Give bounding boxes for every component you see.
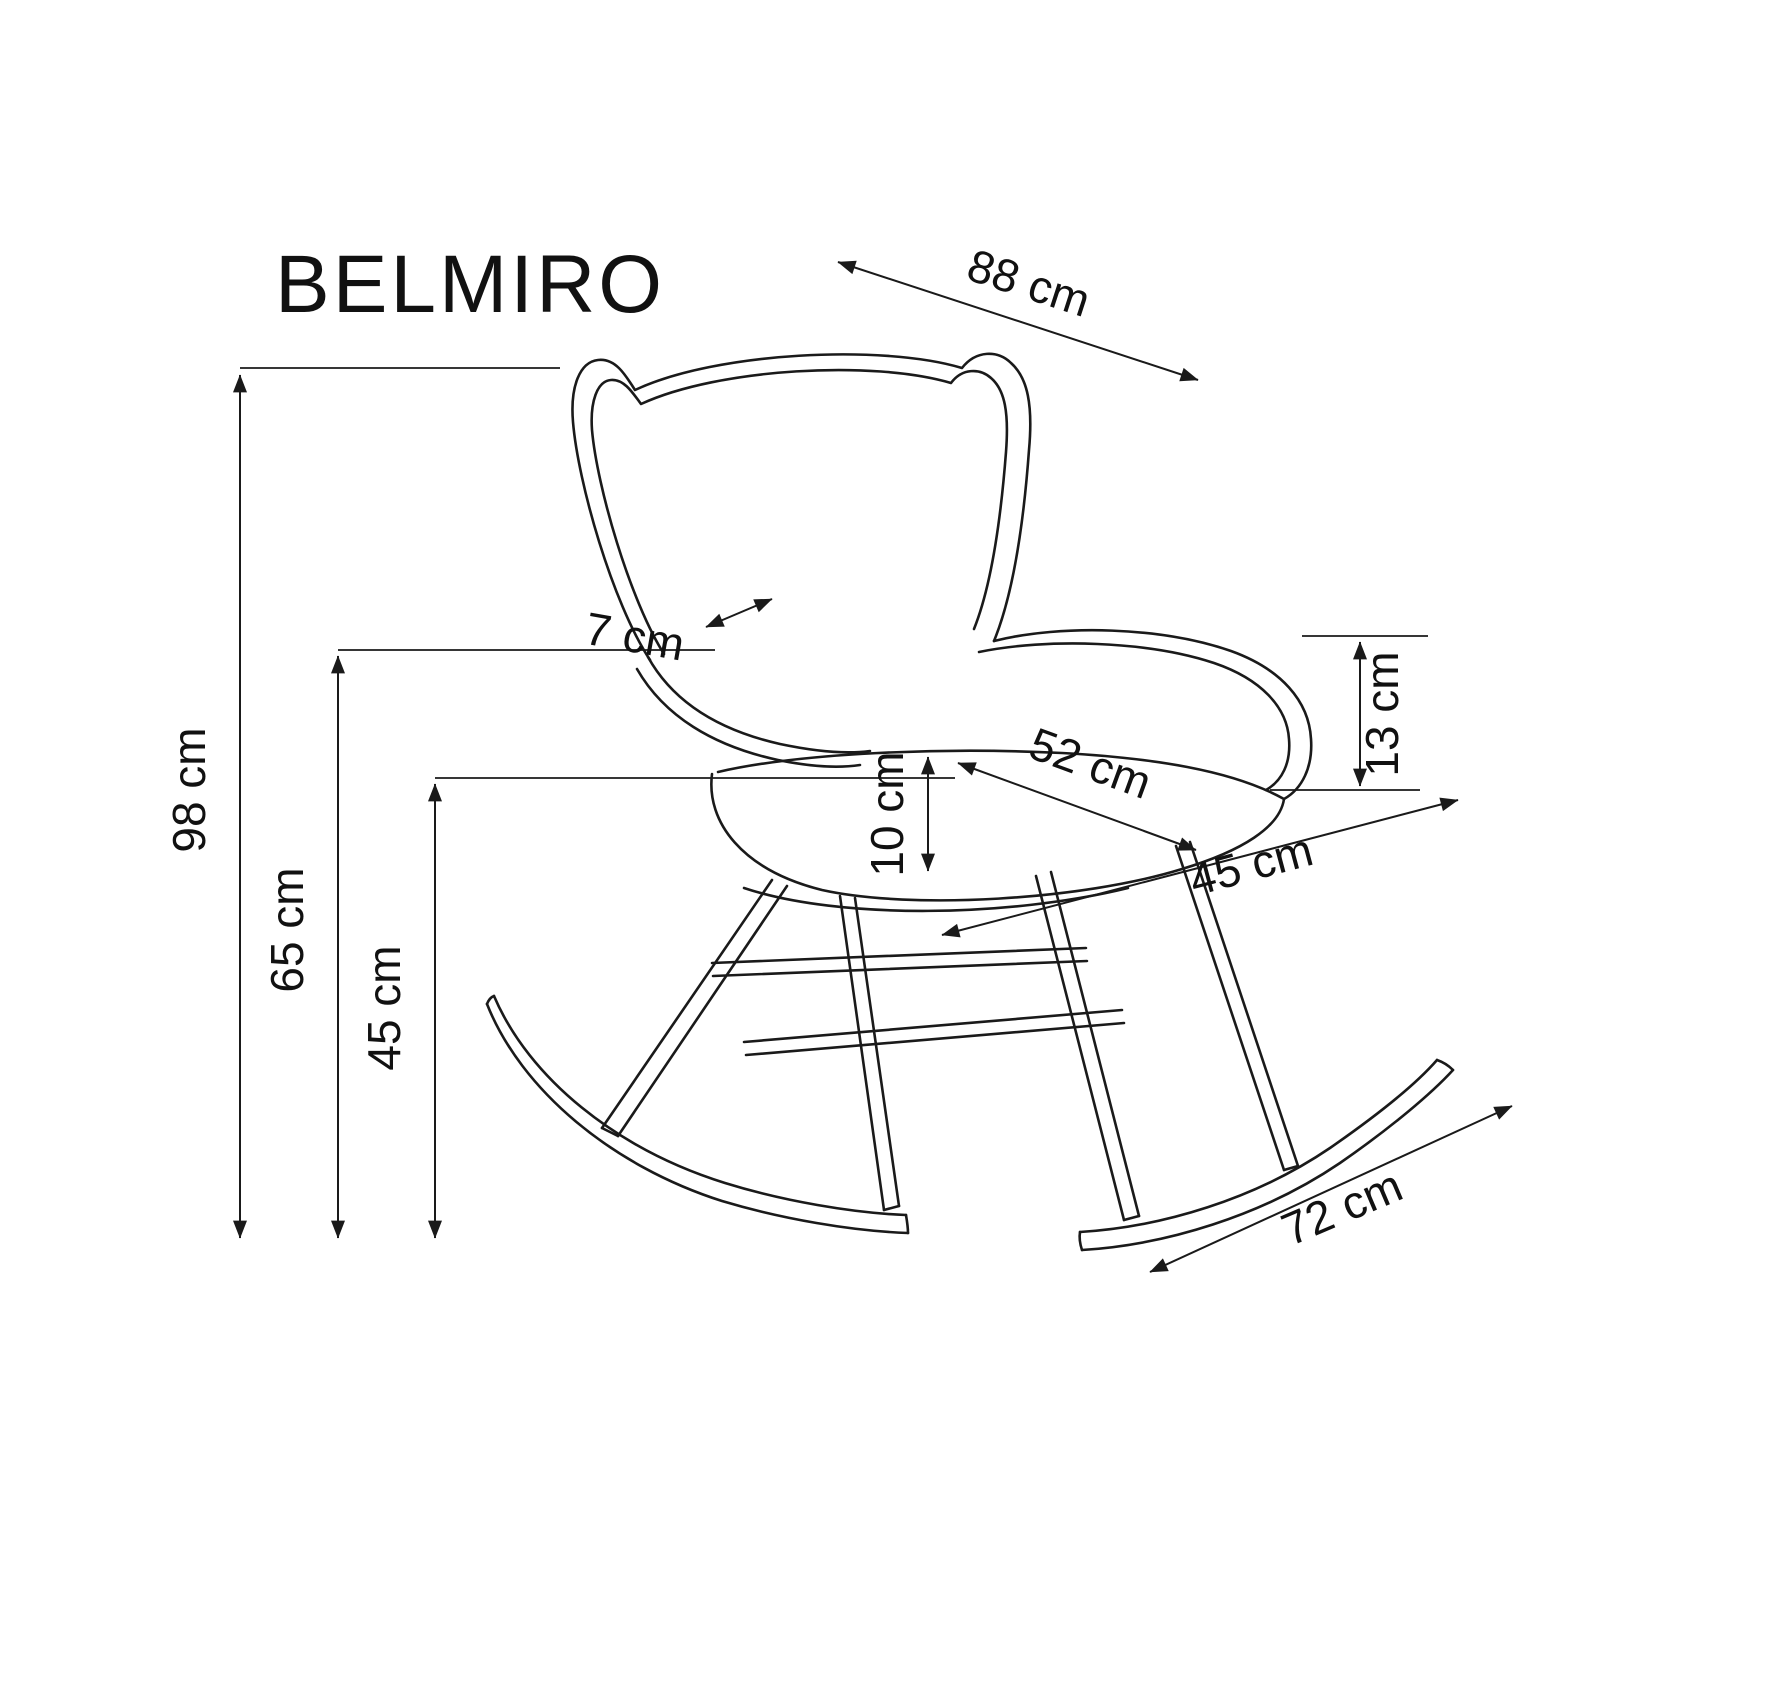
left-wing-inner-edge [635, 667, 862, 768]
dim-label-backrest-height: 65 cm [261, 867, 313, 992]
dim-back-width: 88 cm [837, 239, 1199, 382]
right-armrest-inner [977, 642, 1291, 792]
dim-wing-thickness: 7 cm [581, 598, 773, 671]
dim-label-seat-height: 45 cm [358, 945, 410, 1070]
dim-label-base-depth: 72 cm [1274, 1159, 1410, 1256]
chair-line-art [485, 352, 1455, 1252]
dim-label-back-width: 88 cm [961, 239, 1096, 327]
right-rocker-runner [1078, 1058, 1455, 1252]
dim-base-depth: 72 cm [1149, 1105, 1513, 1273]
backrest-inner-outline [590, 368, 1009, 656]
left-rocker-runner [485, 994, 910, 1235]
dim-armrest-height: 13 cm [1270, 635, 1428, 791]
dim-label-seat-depth: 45 cm [1184, 823, 1318, 906]
left-wing-outer-edge [646, 655, 872, 754]
backrest-outer-outline [571, 352, 1032, 662]
dim-seat-height: 45 cm [358, 777, 955, 1239]
dim-backrest-height: 65 cm [261, 649, 715, 1239]
product-title: BELMIRO [275, 239, 665, 330]
rear-left-leg [838, 894, 901, 1212]
front-right-leg [1034, 870, 1141, 1222]
dim-label-armrest-height: 13 cm [1356, 651, 1408, 776]
cross-brace-lower [742, 1008, 1126, 1057]
dim-total-height: 98 cm [163, 367, 560, 1239]
dim-seat-thickness: 10 cm [861, 751, 935, 877]
seat-top-edge [716, 749, 1286, 801]
dim-label-wing-thickness: 7 cm [581, 602, 688, 671]
front-left-leg [600, 878, 789, 1138]
cross-brace-upper [710, 946, 1089, 978]
right-armrest-outer [992, 628, 1313, 801]
dim-label-seat-thickness: 10 cm [861, 751, 913, 876]
dim-label-total-height: 98 cm [163, 727, 215, 852]
dim-seat-width: 52 cm [957, 717, 1197, 851]
